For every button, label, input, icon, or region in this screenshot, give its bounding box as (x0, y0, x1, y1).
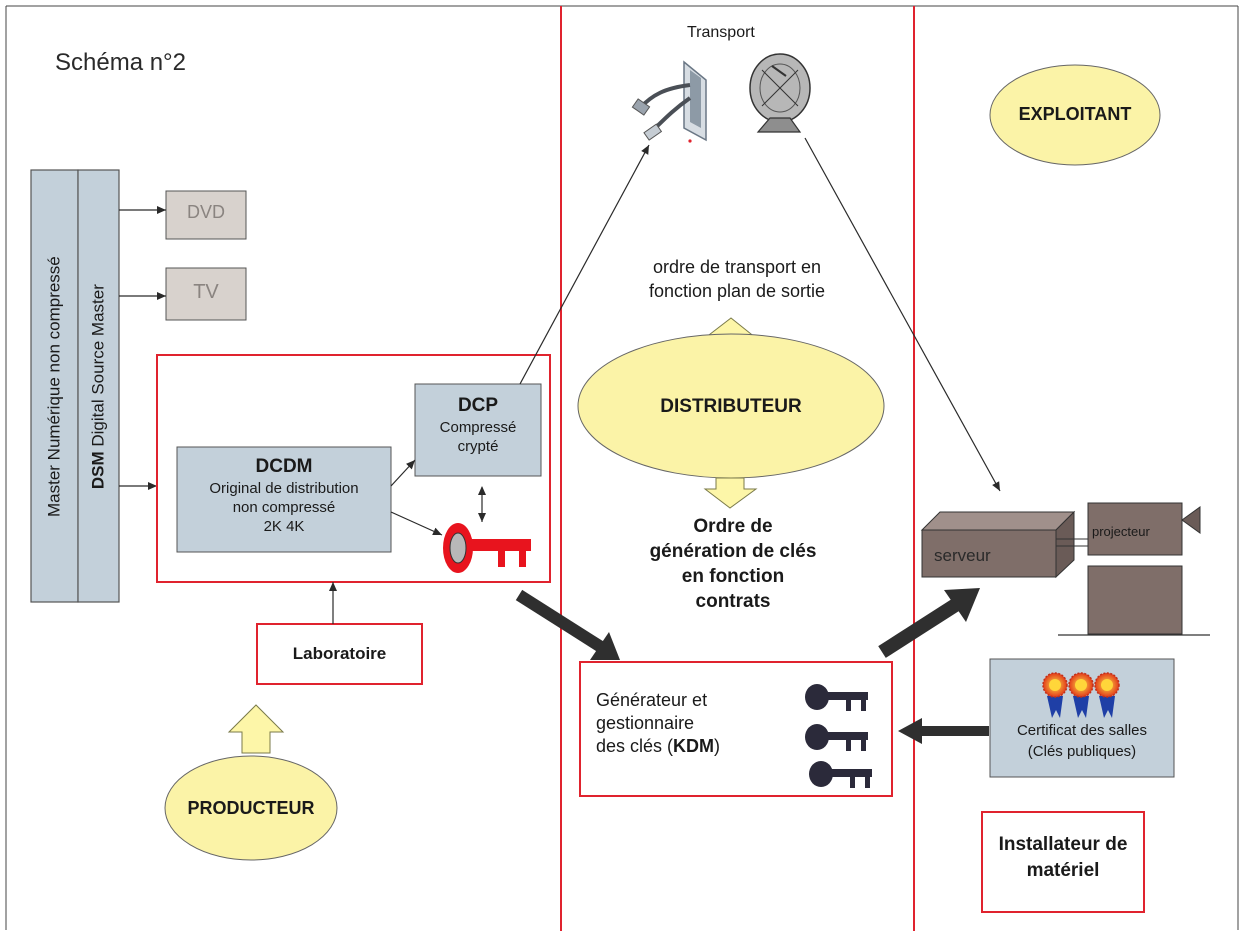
dvd-label: DVD (186, 202, 225, 222)
dcp-box (414, 383, 542, 477)
transport-order-line1: ordre de transport en (652, 257, 822, 277)
dcp-line1: Compressé (439, 419, 517, 436)
arrow-transport-serveur (804, 137, 1001, 492)
dsm-bold: DSM (88, 451, 108, 490)
master-bar (30, 169, 79, 603)
diagram-title: Schéma n°2 (55, 49, 187, 76)
dsm-label: DSM Digital Source Master (87, 171, 108, 603)
kdm-line1: Générateur et (596, 690, 708, 710)
laboratoire-box (256, 623, 423, 685)
heavy-arrow-lab-kdm (515, 589, 605, 653)
kdm-line3-suffix: ) (714, 736, 721, 756)
installateur-box (981, 811, 1145, 913)
serveur-label: serveur (934, 546, 991, 565)
laboratoire-label: Laboratoire (292, 644, 387, 663)
usb-cable-icon (631, 60, 707, 143)
tv-label: TV (193, 281, 219, 303)
dcdm-box (176, 446, 392, 553)
arrow-dcp-transport (519, 144, 650, 385)
certificat-line2: (Clés publiques) (1027, 743, 1137, 760)
transport-label: Transport (687, 24, 755, 41)
projector-stand (1087, 565, 1183, 635)
dsm-bar (77, 169, 120, 603)
producteur-ellipse (164, 755, 338, 861)
producteur-label: PRODUCTEUR (187, 798, 315, 818)
producteur-up-arrow (227, 704, 285, 754)
dcp-title: DCP (457, 395, 499, 416)
key-order-line3: en fonction (681, 566, 785, 587)
dark-key-icon (805, 684, 872, 788)
server-box-icon (920, 510, 1076, 579)
installateur-line2: matériel (1026, 860, 1100, 881)
certificat-line1: Certificat des salles (1016, 722, 1148, 739)
arrow-dcdm-dcp (390, 459, 416, 487)
dcdm-title: DCDM (255, 456, 313, 477)
key-order-line1: Ordre de (693, 516, 773, 537)
key-order-line2: génération de clés (649, 541, 817, 562)
dcdm-line3: 2K 4K (263, 518, 305, 535)
kdm-line2: gestionnaire (596, 713, 695, 733)
kdm-line3: des clés (KDM) (596, 735, 720, 758)
dcp-line2: crypté (457, 438, 499, 455)
distributeur-label: DISTRIBUTEUR (660, 396, 802, 417)
transport-order-line2: fonction plan de sortie (648, 281, 826, 301)
heavy-arrow-lab-kdm-head (590, 632, 620, 660)
heavy-arrow-kdm-serveur (878, 598, 961, 658)
arrow-dcdm-key (390, 511, 443, 536)
dcdm-line1: Original de distribution (209, 480, 359, 497)
key-order-line4: contrats (695, 591, 771, 612)
master-label: Master Numérique non compressé (44, 256, 64, 518)
exploitant-label: EXPLOITANT (1018, 104, 1132, 124)
dsm-rest: Digital Source Master (88, 284, 108, 452)
projecteur-label: projecteur (1092, 524, 1150, 539)
dvd-box (165, 190, 247, 240)
kdm-line3-bold: KDM (673, 736, 715, 756)
laboratory-frame (156, 354, 551, 583)
distributeur-down-arrow (703, 477, 758, 509)
heavy-arrow-kdm-serveur-head (944, 588, 980, 622)
kdm-line3-prefix: des clés ( (596, 736, 674, 756)
tv-box (165, 267, 247, 321)
satellite-dish-icon (749, 53, 811, 133)
red-key-icon (443, 523, 531, 573)
exploitant-ellipse (989, 64, 1161, 166)
camera-projector-icon (1087, 502, 1201, 556)
installateur-line1: Installateur de (998, 834, 1128, 855)
dcdm-line2: non compressé (232, 499, 336, 516)
ribbon-award-icon (1042, 672, 1120, 718)
heavy-arrow-cert-kdm-head (898, 718, 922, 744)
